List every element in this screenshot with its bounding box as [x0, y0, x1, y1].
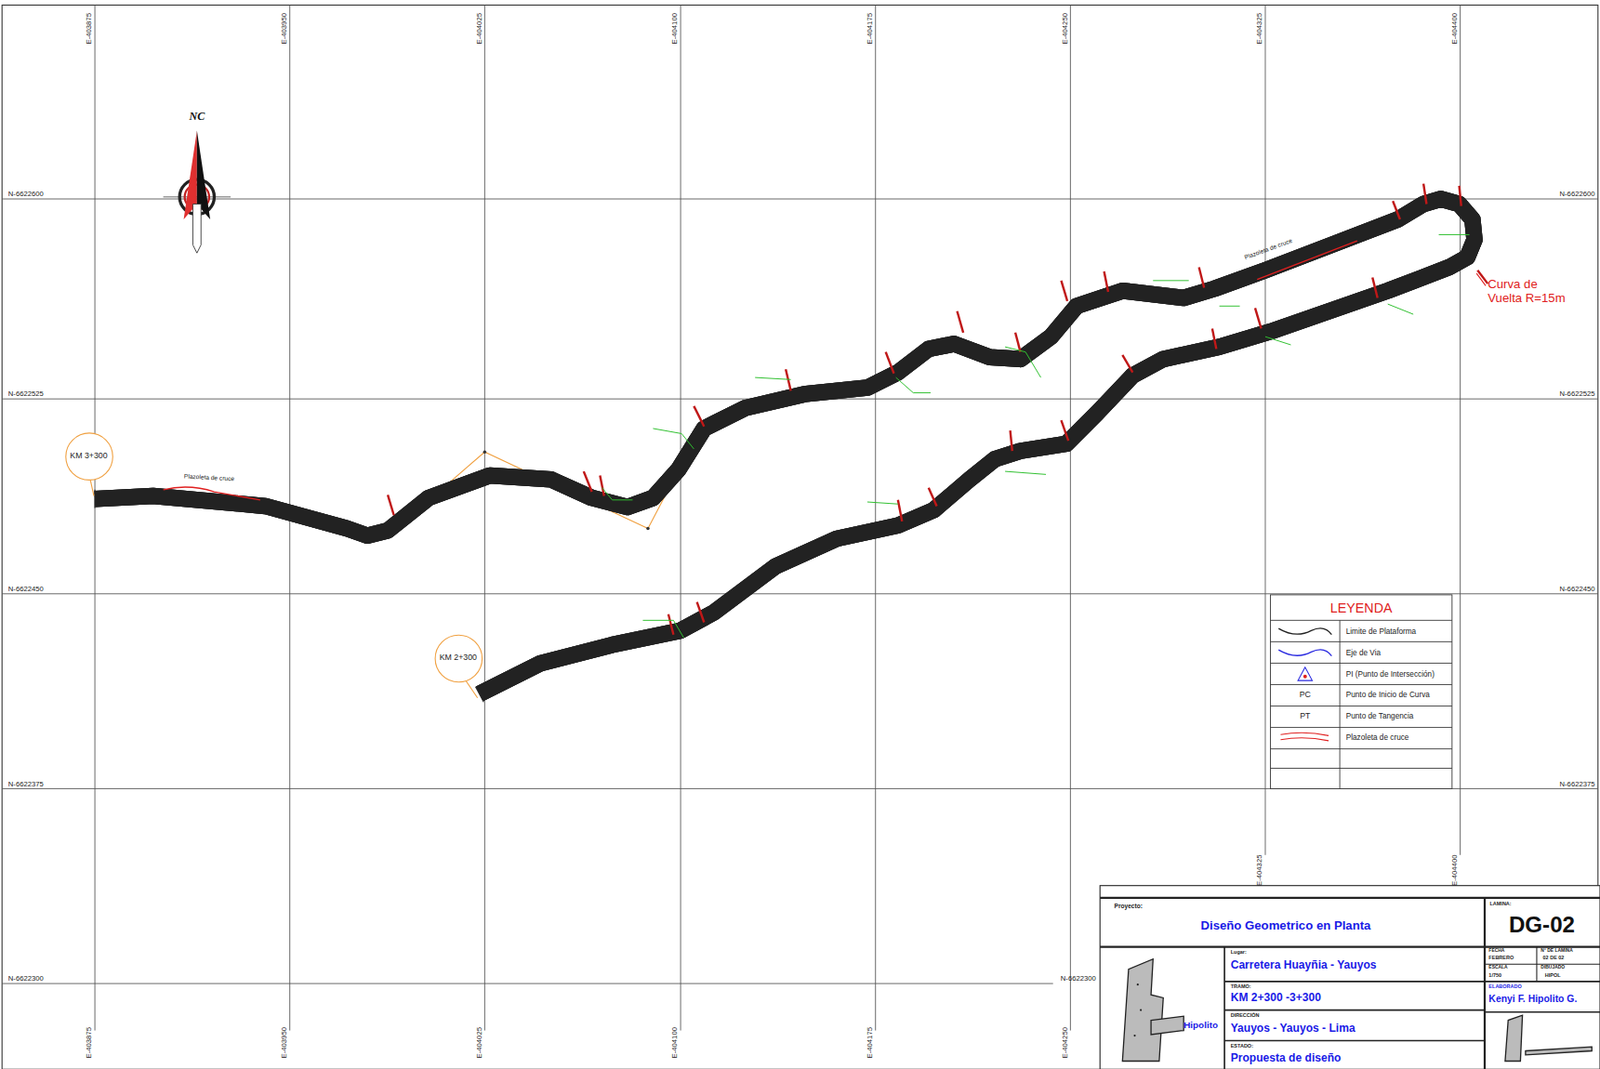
map-label: Kenyi F. Hipolito G. — [1488, 993, 1577, 1004]
map-label: E-404175 — [865, 13, 873, 44]
map-label: N-6622300 — [8, 975, 44, 983]
map-label: Hipolito — [1183, 1020, 1218, 1031]
map-label: N-6622450 — [8, 584, 44, 593]
station-label: KM 3+300 — [69, 451, 107, 461]
map-label: N-6622525 — [1559, 390, 1595, 398]
map-label: 1/750 — [1488, 973, 1502, 979]
map-label: LAMINA: — [1489, 901, 1511, 907]
legend-text: Eje de Via — [1346, 648, 1381, 657]
map-label: TRAMO: — [1230, 984, 1252, 990]
map-label: N-6622375 — [1559, 780, 1595, 788]
map-label: DIRECCIÓN — [1230, 1012, 1260, 1018]
map-label: HIPOL — [1545, 973, 1561, 979]
legend-text: PI (Punto de Intersección) — [1346, 670, 1435, 678]
map-label: LEYENDA — [1330, 601, 1393, 615]
map-label: E-404400 — [1450, 855, 1458, 886]
map-label: N-6622525 — [8, 390, 44, 398]
map-label: Carretera Huayñia - Yauyos — [1230, 959, 1377, 971]
map-label: N-6622300 — [1060, 975, 1097, 983]
map-label: E-403950 — [279, 13, 288, 44]
map-label: Proyecto: — [1114, 902, 1143, 910]
map-label: FEBRERO — [1488, 955, 1514, 961]
map-label: Plazoleta de cruce — [184, 473, 235, 482]
map-label: Propuesta de diseño — [1230, 1052, 1342, 1064]
map-label: N-6622375 — [8, 780, 44, 788]
map-label: ESTADO: — [1230, 1043, 1254, 1048]
map-label: Curva de Vuelta R=15m — [1487, 277, 1572, 306]
station-label: KM 2+300 — [439, 654, 477, 663]
map-label: Lugar: — [1230, 949, 1247, 954]
legend-text: Punto de Tangencia — [1346, 712, 1415, 720]
map-label: E-404025 — [475, 1027, 483, 1058]
map-label: E-404250 — [1060, 1027, 1069, 1058]
map-label: FECHA — [1488, 948, 1505, 953]
legend-text: Punto de Inicio de Curva — [1346, 690, 1430, 699]
station-circle: KM 2+300 — [434, 634, 483, 683]
map-label: KM 2+300 -3+300 — [1230, 991, 1322, 1004]
map-label: N° DE LAMINA — [1540, 948, 1573, 953]
map-label: N-6622450 — [1559, 584, 1595, 593]
map-label: E-403875 — [85, 13, 93, 44]
map-label: E-403950 — [279, 1027, 288, 1058]
map-label: N-6622600 — [1559, 190, 1595, 199]
map-label: PT — [1299, 712, 1310, 721]
map-label: E-404325 — [1256, 855, 1264, 886]
map-label: E-404250 — [1060, 13, 1069, 44]
map-label: E-404175 — [865, 1027, 873, 1058]
map-label: Yauyos - Yauyos - Lima — [1230, 1022, 1356, 1034]
map-label: E-404025 — [475, 13, 483, 44]
station-circle: KM 3+300 — [65, 432, 114, 481]
sheet-title: Diseño Geometrico en Planta — [1200, 919, 1371, 932]
map-label: E-404100 — [671, 1027, 679, 1058]
map-label: DIBUJADO — [1540, 965, 1565, 971]
map-label: E-404325 — [1256, 13, 1264, 44]
map-label: E-403875 — [85, 1027, 93, 1058]
legend-text: Limite de Plataforma — [1346, 627, 1417, 635]
map-label: ESCALA — [1488, 965, 1508, 971]
map-label: N-6622600 — [8, 190, 44, 199]
legend-text: Plazoleta de cruce — [1346, 733, 1410, 741]
map-label: 02 DE 02 — [1543, 955, 1565, 961]
map-label: ELABORADO — [1488, 984, 1521, 990]
map-label: E-404400 — [1450, 13, 1458, 44]
map-label: NC — [188, 110, 205, 122]
map-label: PC — [1299, 690, 1311, 700]
map-label: DG-02 — [1508, 913, 1575, 937]
map-label: E-404100 — [671, 13, 679, 44]
